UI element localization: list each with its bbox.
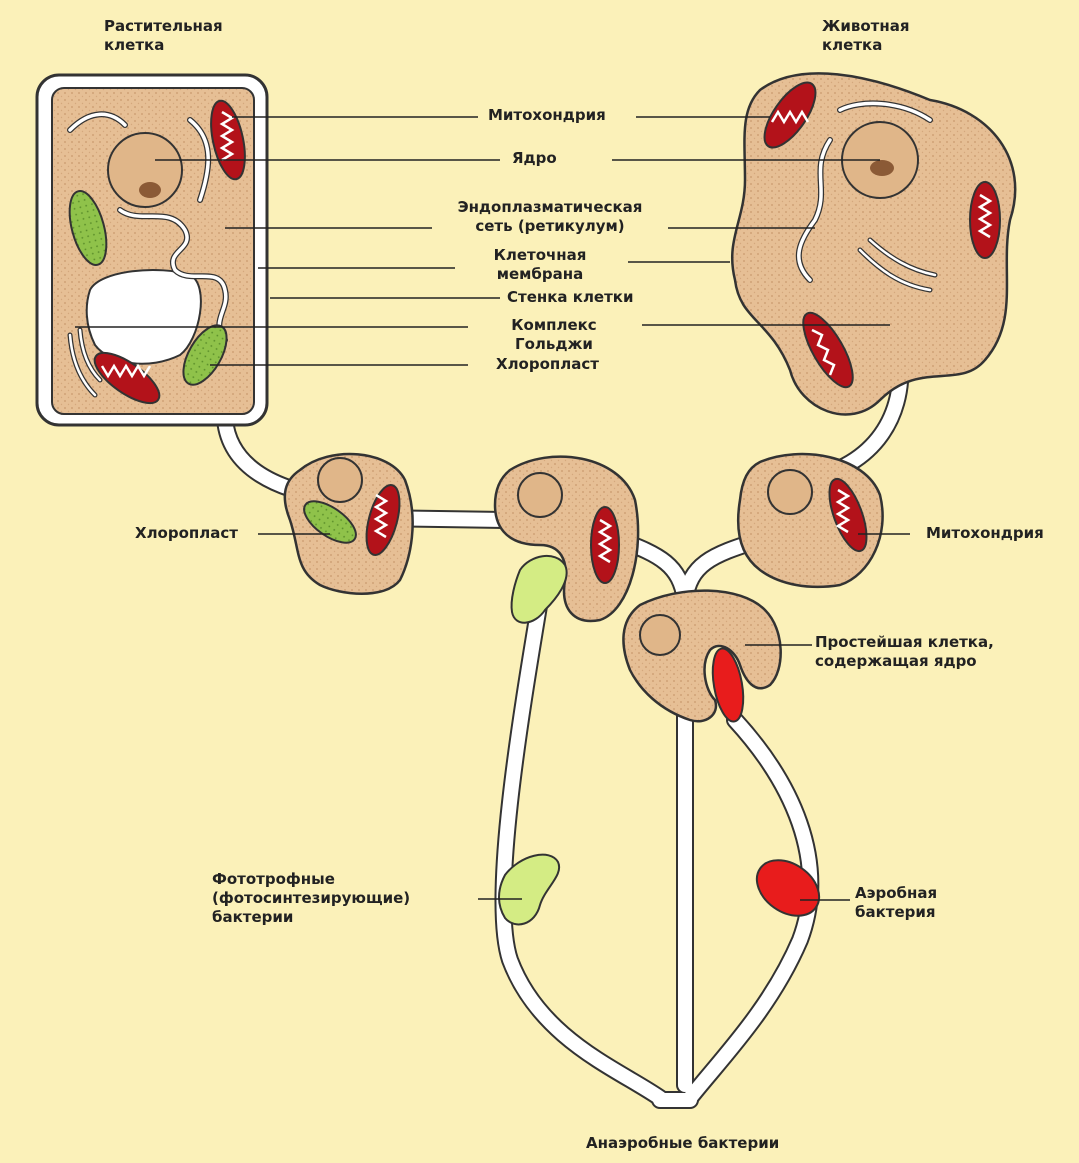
plant-cell-label: Растительная клетка [104,17,223,55]
chloroplast-label-mid: Хлоропласт [135,524,238,543]
cell-membrane-label: Клеточная мембрана [455,246,625,284]
golgi-label: Комплекс Гольджи [468,316,640,354]
animal-cell-label: Животная клетка [822,17,909,55]
mitochondria-label-mid: Митохондрия [926,524,1044,543]
vacuole [87,270,201,364]
cell-wall-label: Стенка клетки [507,288,634,307]
animal-mitochondrion-2 [970,182,1000,258]
animal-nucleolus [870,160,894,176]
animal-cell [732,73,1015,414]
protist-label: Простейшая клетка, содержащая ядро [815,633,994,671]
plant-cell [37,75,267,425]
cell-with-mitochondrion [738,454,882,587]
cell-with-chloroplast [285,454,413,594]
cell-capturing-phototroph [495,457,638,623]
nucleus-label: Ядро [512,149,557,168]
mitochondria-label-top: Митохондрия [488,106,606,125]
protist-cell [623,591,780,724]
er-label: Эндоплазматическая сеть (ретикулум) [432,198,668,236]
chloroplast-label-top: Хлоропласт [496,355,599,374]
anaerobic-label: Анаэробные бактерии [586,1134,779,1153]
phototrophic-label: Фототрофные (фотосинтезирующие) бактерии [212,870,410,927]
plant-nucleolus [139,182,161,198]
aerobic-label: Аэробная бактерия [855,884,937,922]
